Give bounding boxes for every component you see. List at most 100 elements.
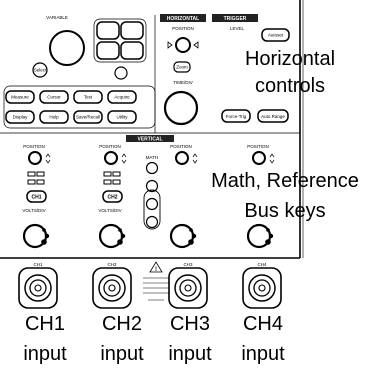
ch1-key-label: CH1	[31, 195, 41, 201]
warning-triangle-icon	[149, 261, 163, 273]
trigger-header-bar	[212, 14, 258, 22]
ch2-key-label: CH2	[107, 195, 117, 201]
ch1-position-knob[interactable]	[28, 151, 42, 165]
scale-dot-icon	[188, 239, 194, 245]
warning-label: !	[143, 261, 169, 301]
horizontal-position-knob[interactable]	[175, 37, 191, 53]
variable-label: VARIABLE	[46, 15, 68, 20]
horizontal-controls-callout-line2: controls	[254, 75, 326, 97]
menu-key-label: Display	[13, 115, 29, 120]
horizontal-controls-callout-line1: Horizontal	[244, 48, 336, 70]
ref-button[interactable]	[145, 179, 159, 193]
menu-key-label: Acquire	[114, 95, 130, 100]
menu-key-1-2[interactable]	[73, 110, 103, 124]
ch1-position-label: POSITION	[23, 144, 45, 149]
ch3-connector-label: CH3	[183, 262, 192, 267]
horizontal-header-bar	[160, 14, 206, 22]
ch1-menu-key-3[interactable]	[36, 179, 45, 185]
ch2-position-label: POSITION	[99, 144, 121, 149]
ch3-position-label: POSITION	[170, 144, 192, 149]
scale-dot-icon	[189, 228, 193, 232]
ch1-input-sub: input	[23, 343, 67, 365]
ch4-position-knob[interactable]	[252, 151, 266, 165]
time-div-label: TIME/DIV	[173, 80, 193, 85]
scale-dot-icon	[266, 228, 270, 232]
math-button[interactable]	[145, 161, 159, 175]
math-ref-bus-key-group	[143, 189, 161, 230]
ch2-key[interactable]	[102, 190, 123, 203]
math-ref-bus-callout-line2: Bus keys	[244, 200, 326, 222]
ch3-input-name: CH3	[169, 313, 210, 335]
ch1-connector-label: CH1	[33, 262, 42, 267]
soft-key-3[interactable]	[96, 41, 120, 60]
menu-key-0-1[interactable]	[39, 90, 69, 104]
ch2-menu-key-1[interactable]	[112, 171, 121, 177]
ch2-menu-key-2[interactable]	[103, 179, 112, 185]
ch2-menu-key-3[interactable]	[112, 179, 121, 185]
ch2-menu-key-0[interactable]	[103, 171, 112, 177]
menu-key-label: Save/Recall	[76, 115, 100, 120]
vertical-header-bar	[126, 135, 174, 142]
zoom-label: Zoom	[176, 65, 188, 70]
right-arrow-icon	[193, 41, 199, 49]
menu-key-1-3[interactable]	[107, 110, 137, 124]
menu-key-label: Utility	[117, 115, 129, 120]
ch1-menu-key-2[interactable]	[27, 179, 36, 185]
ch1-menu-key-0[interactable]	[27, 171, 36, 177]
autoset-button[interactable]	[261, 28, 290, 42]
run-stop-button[interactable]	[114, 66, 128, 80]
menu-key-0-2[interactable]	[73, 90, 103, 104]
menu-key-0-0[interactable]	[5, 90, 35, 104]
select-label: Select	[34, 68, 47, 73]
ch3-input-sub: input	[168, 343, 212, 365]
scale-dot-icon	[268, 233, 274, 239]
vertical-header-label: VERTICAL	[138, 137, 163, 143]
ch2-position-knob[interactable]	[104, 151, 118, 165]
up-down-arrow-icon	[121, 153, 127, 164]
scale-dot-icon	[117, 239, 123, 245]
bnc-pin-icon	[184, 284, 192, 292]
zoom-button[interactable]	[173, 61, 191, 73]
scale-dot-icon	[265, 239, 271, 245]
menu-key-1-1[interactable]	[39, 110, 69, 124]
soft-key-2[interactable]	[120, 21, 144, 40]
menu-key-0-3[interactable]	[107, 90, 137, 104]
ch1-input-name: CH1	[24, 313, 65, 335]
autoset-label: Autoset	[268, 33, 284, 38]
auto-range-label: Auto Range	[261, 114, 285, 119]
ch1-menu-key-1[interactable]	[36, 171, 45, 177]
bus-button[interactable]	[145, 197, 159, 211]
select-button[interactable]	[32, 62, 48, 78]
up-down-arrow-icon	[269, 153, 275, 164]
trigger-header-label: TRIGGER	[224, 16, 247, 22]
menu-key-label: Cursor	[47, 95, 61, 100]
menu-key-group	[3, 85, 156, 129]
ch2-input-sub: input	[100, 343, 144, 365]
bnc-pin-icon	[258, 284, 266, 292]
force-trig-button[interactable]	[221, 109, 251, 123]
soft-key-1[interactable]	[96, 21, 120, 40]
bus-button-2[interactable]	[145, 215, 159, 229]
variable-knob[interactable]	[49, 30, 85, 66]
horizontal-header-label: HORIZONTAL	[167, 16, 199, 22]
ch1-key[interactable]	[26, 190, 47, 203]
auto-range-button[interactable]	[257, 109, 289, 123]
ch2-input-name: CH2	[101, 313, 142, 335]
soft-key-4[interactable]	[120, 41, 144, 60]
warning-exclamation-icon: !	[155, 267, 157, 273]
scale-dot-icon	[191, 233, 197, 239]
menu-key-1-0[interactable]	[5, 110, 35, 124]
time-div-knob[interactable]	[163, 90, 199, 126]
ch1-volts-div-label: VOLTS/DIV	[22, 208, 45, 213]
ch3-position-knob[interactable]	[175, 151, 189, 165]
math-label: MATH	[146, 155, 158, 160]
ch2-volts-div-label: VOLTS/DIV	[98, 208, 121, 213]
ch4-input-name: CH4	[242, 313, 283, 335]
scale-dot-icon	[118, 228, 122, 232]
force-trig-label: Force-Trig	[226, 114, 247, 119]
scale-dot-icon	[44, 233, 50, 239]
